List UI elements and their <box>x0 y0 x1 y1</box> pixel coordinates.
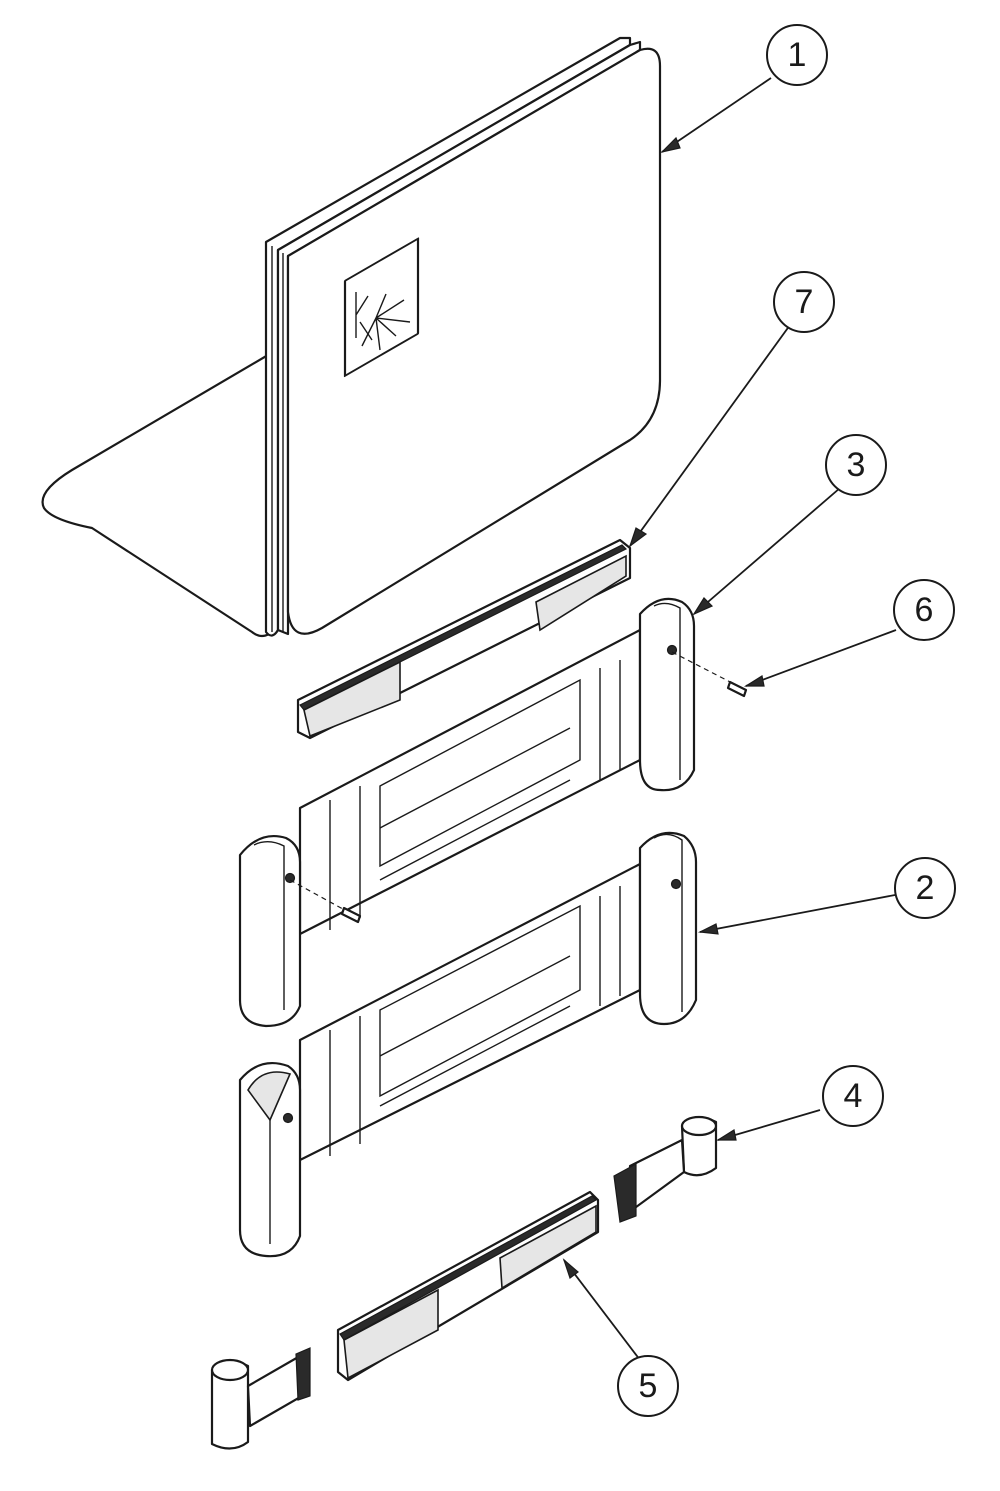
strap-clip-left <box>210 1347 311 1450</box>
lower-hook-loop-strip <box>336 1190 600 1382</box>
balloon-2: 2 <box>894 857 956 919</box>
backrest-face <box>286 47 662 635</box>
backrest-panel <box>41 36 662 638</box>
strap-assembly <box>238 831 698 1258</box>
upper-strap <box>238 597 696 1028</box>
balloon-6-label: 6 <box>915 591 934 629</box>
balloon-5: 5 <box>617 1355 679 1417</box>
strap-clip-right <box>613 1115 718 1223</box>
balloon-4-label: 4 <box>844 1077 863 1115</box>
screw-lower <box>340 906 362 924</box>
upper-hook-loop-strip <box>296 538 632 740</box>
balloon-7: 7 <box>773 271 835 333</box>
upper-end-cap <box>638 597 696 792</box>
screw-assembly <box>289 651 748 924</box>
balloon-3-label: 3 <box>847 446 866 484</box>
balloon-4: 4 <box>822 1065 884 1127</box>
balloon-6: 6 <box>893 579 955 641</box>
logo-icon <box>355 292 411 351</box>
balloon-3: 3 <box>825 434 887 496</box>
leader-lines <box>562 77 897 1361</box>
logo-plate <box>343 237 420 378</box>
balloon-5-label: 5 <box>639 1367 658 1405</box>
balloon-1-label: 1 <box>788 36 807 74</box>
balloon-2-label: 2 <box>916 869 935 907</box>
balloon-1: 1 <box>766 24 828 86</box>
base-plate <box>41 353 274 638</box>
screw-upper <box>726 680 748 698</box>
balloon-7-label: 7 <box>795 283 814 321</box>
